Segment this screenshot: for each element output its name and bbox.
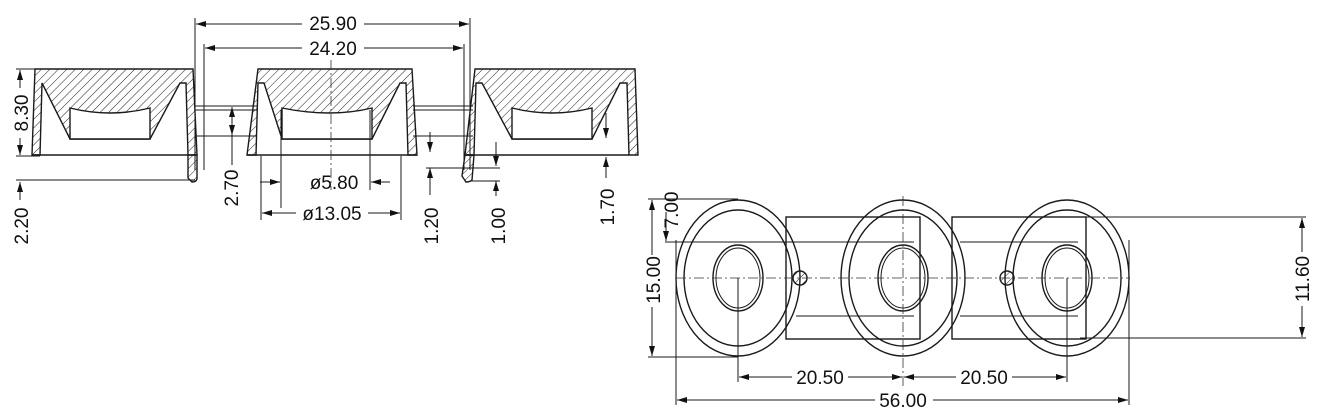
dim-label: 56.00 [879, 391, 927, 412]
dim-1-20: 1.20 [422, 132, 500, 244]
dim-2-70: 2.70 [222, 107, 243, 206]
dim-7-00: 7.00 [662, 192, 840, 243]
dim-label: 15.00 [644, 256, 665, 304]
plan-view: 7.00 15.00 11.60 20.50 20.50 [640, 192, 1314, 412]
cup-left [31, 68, 198, 183]
dim-24-20: 24.20 [203, 37, 465, 170]
cup-center [246, 60, 418, 190]
dim-label: 2.70 [222, 170, 243, 207]
dim-label: 1.00 [489, 208, 510, 245]
dim-label: 20.50 [960, 368, 1008, 389]
dim-label: 8.30 [12, 95, 33, 132]
dim-2-20: 2.20 [12, 182, 33, 244]
bridge-lines [195, 105, 473, 137]
dim-label: ø5.80 [310, 173, 359, 194]
dim-label: ø13.05 [302, 204, 361, 225]
dim-13-05: ø13.05 [260, 156, 402, 225]
dim-15-00: 15.00 [640, 198, 738, 358]
dim-1-70: 1.70 [598, 113, 619, 225]
dim-56-00: 56.00 [675, 240, 1130, 412]
dim-label: 1.70 [598, 189, 619, 226]
dim-label: 25.90 [309, 14, 357, 35]
cup-right [461, 68, 639, 183]
dim-label: 11.60 [1293, 256, 1314, 302]
dim-1-00: 1.00 [470, 142, 510, 244]
dim-label: 7.00 [662, 192, 683, 229]
dim-label: 20.50 [796, 368, 844, 389]
dim-label: 1.20 [422, 208, 443, 245]
dim-label: 24.20 [309, 39, 357, 60]
dim-20-50-right: 20.50 [904, 278, 1068, 389]
dim-label: 2.20 [12, 208, 33, 245]
dim-5-80: ø5.80 [260, 110, 390, 208]
dim-25-90: 25.90 [194, 12, 471, 170]
section-view: 25.90 24.20 8.30 2.20 2.70 [9, 12, 639, 244]
dim-20-50-left: 20.50 [737, 278, 902, 389]
dim-8-30: 8.30 [9, 68, 195, 181]
dim-11-60: 11.60 [1080, 216, 1314, 339]
